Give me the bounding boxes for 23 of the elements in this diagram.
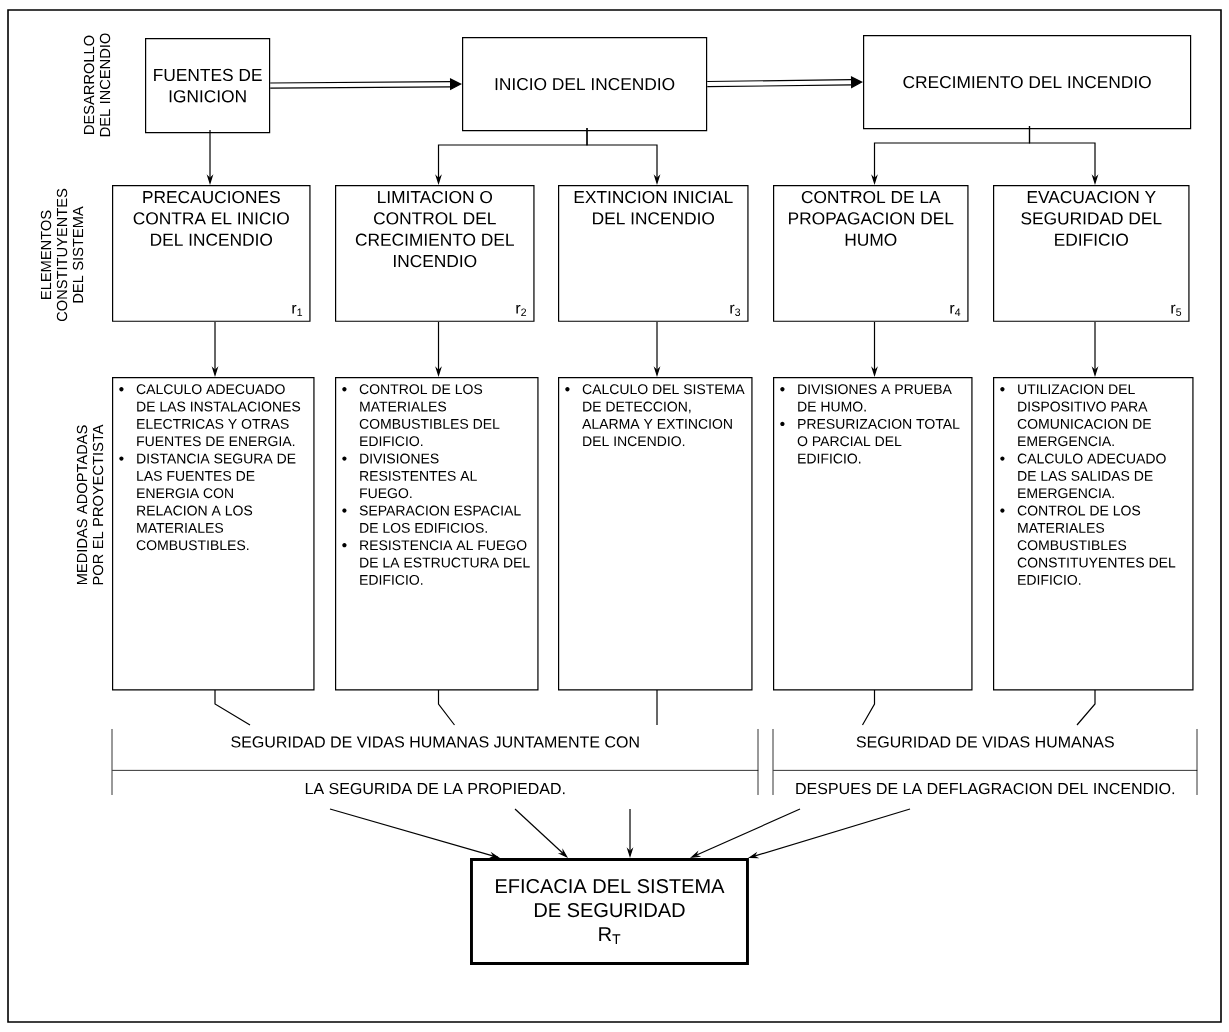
measures-box: DIVISIONES A PRUEBA DE HUMO. PRESURIZACION TOTAL O PARCIAL DEL EDIFICIO.	[773, 377, 973, 691]
measures-box: CALCULO DEL SISTEMA DE DETECCION, ALARMA Y EXTINCION DEL INCENDIO.	[558, 377, 753, 691]
element-box: PRECAUCIONES CONTRA EL INICIO DEL INCENDIO r$_{1}$	[112, 185, 311, 322]
row-label: DESARROLLO DEL INCENDIO	[83, 33, 111, 137]
element-box: LIMITACION O CONTROL DEL CRECIMIENTO DEL INCENDIO r$_{2}$	[335, 185, 535, 322]
measures-box: CONTROL DE LOS MATERIALES COMBUSTIBLES DEL EDIFICIO. DIVISIONES RESISTENTES AL FUEGO. SEPARACION ESPACIAL DE LOS EDIFICIOS. RESISTENCIA AL FUEGO DE LA ESTRUCTURA DEL EDIFICIO.	[335, 377, 539, 691]
element-box: CONTROL DE LA PROPAGACION DEL HUMO r$_{4}$	[773, 185, 969, 322]
measures-box: CALCULO ADECUADO DE LAS INSTALACIONES ELECTRICAS Y OTRAS FUENTES DE ENERGIA. DISTANCIA SEGURA DE LAS FUENTES DE ENERGIA CON RELACION A LOS MATERIALES COMBUSTIBLES.	[112, 377, 315, 691]
bracket-band: SEGURIDAD DE VIDAS HUMANAS DESPUES DE LA DEFLAGRACION DEL INCENDIO.	[772, 728, 1198, 796]
element-box: EVACUACION Y SEGURIDAD DEL EDIFICIO r$_{5}$	[993, 185, 1190, 322]
measures-box: UTILIZACION DEL DISPOSITIVO PARA COMUNICACION DE EMERGENCIA. CALCULO ADECUADO DE LAS SALIDAS DE EMERGENCIA. CONTROL DE LOS MATERIALES COMBUSTIBLES CONSTITUYENTES DEL EDIFICIO.	[993, 377, 1194, 691]
arrow	[514, 808, 568, 858]
element-box: EXTINCION INICIAL DEL INCENDIO r$_{3}$	[558, 185, 749, 322]
arrow	[214, 689, 251, 726]
stage-box: INICIO DEL INCENDIO	[462, 37, 708, 132]
result-box: EFICACIA DEL SISTEMA DE SEGURIDAD R$_{T}$	[470, 858, 749, 965]
stage-box: FUENTES DE IGNICION	[145, 38, 271, 134]
arrow	[861, 689, 876, 726]
arrow	[437, 689, 456, 726]
row-label: ELEMENTOS CONSTITUYENTES DEL SISTEMA	[40, 188, 84, 322]
arrow	[1076, 689, 1096, 726]
bracket-band: SEGURIDAD DE VIDAS HUMANAS JUNTAMENTE CON LA SEGURIDA DE LA PROPIEDAD.	[111, 728, 759, 796]
stage-box: CRECIMIENTO DEL INCENDIO	[863, 35, 1192, 130]
